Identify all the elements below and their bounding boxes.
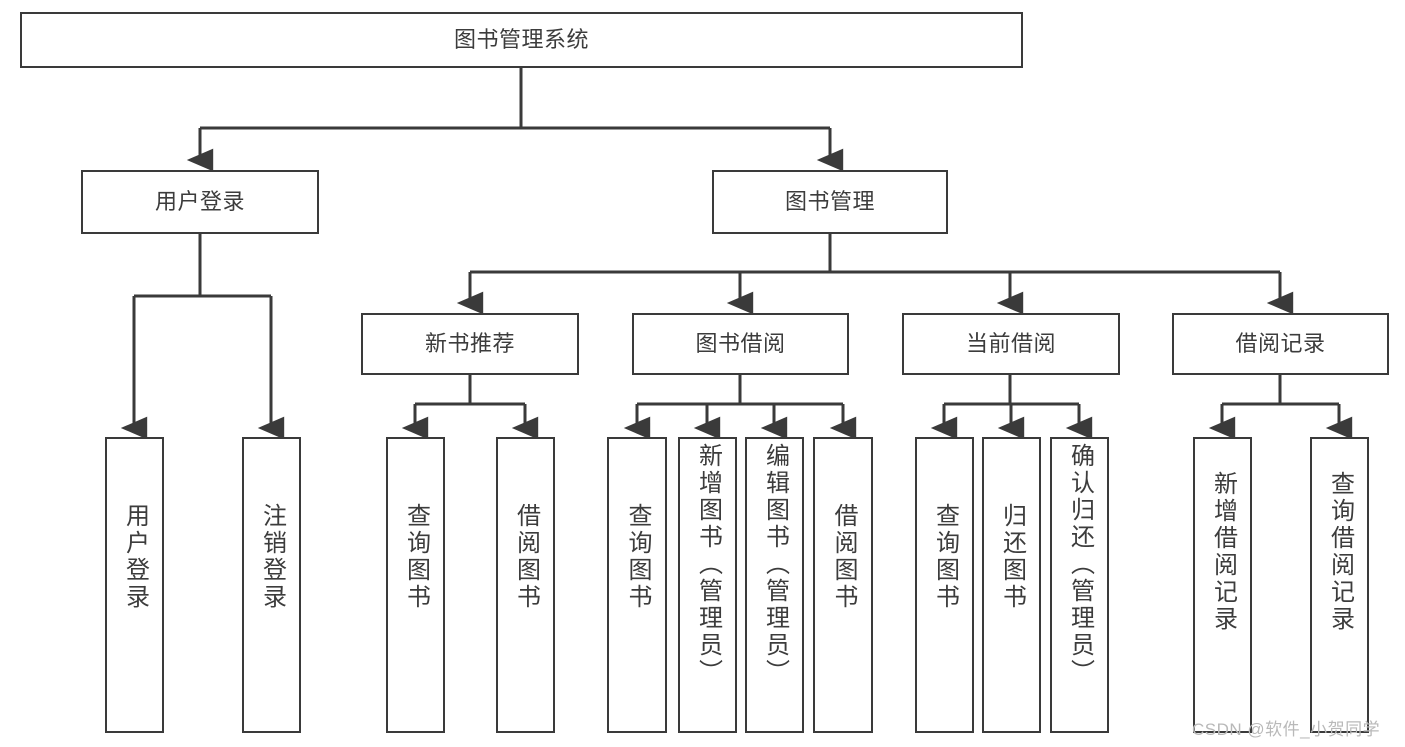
node-leaf-add-borrow-record[interactable]: 新增借阅记录 [1193,437,1252,733]
node-leaf-return-book-label: 归还图书 [998,503,1026,611]
watermark: CSDN @软件_小贺同学 [1192,720,1381,739]
node-borrow-record[interactable]: 借阅记录 [1172,313,1389,375]
node-book-management[interactable]: 图书管理 [712,170,948,234]
node-leaf-query-book-1[interactable]: 查询图书 [386,437,445,733]
node-leaf-edit-book-admin-label: 编辑图书（管理员） [761,443,789,686]
node-leaf-edit-book-admin[interactable]: 编辑图书（管理员） [745,437,804,733]
node-leaf-confirm-return-admin-label: 确认归还（管理员） [1066,443,1094,686]
node-leaf-user-login[interactable]: 用户登录 [105,437,164,733]
node-leaf-query-book-3[interactable]: 查询图书 [915,437,974,733]
node-leaf-borrow-book-1-label: 借阅图书 [512,503,540,611]
node-leaf-borrow-book-2[interactable]: 借阅图书 [813,437,873,733]
node-user-login[interactable]: 用户登录 [81,170,319,234]
node-user-login-label: 用户登录 [154,189,245,215]
node-leaf-confirm-return-admin[interactable]: 确认归还（管理员） [1050,437,1109,733]
node-leaf-query-borrow-record[interactable]: 查询借阅记录 [1310,437,1369,733]
node-leaf-query-borrow-record-label: 查询借阅记录 [1326,471,1354,633]
node-book-borrow-label: 图书借阅 [695,331,786,357]
node-leaf-add-book-admin-label: 新增图书（管理员） [694,443,722,686]
node-leaf-query-book-1-label: 查询图书 [402,503,430,611]
node-book-management-label: 图书管理 [784,189,875,215]
node-leaf-return-book[interactable]: 归还图书 [982,437,1041,733]
node-book-borrow[interactable]: 图书借阅 [632,313,849,375]
node-leaf-query-book-3-label: 查询图书 [931,503,959,611]
node-leaf-query-book-2[interactable]: 查询图书 [607,437,667,733]
node-current-borrow-label: 当前借阅 [965,331,1056,357]
node-new-book-recommend-label: 新书推荐 [424,331,515,357]
node-root-label: 图书管理系统 [453,27,589,53]
node-leaf-logout-label: 注销登录 [258,503,286,611]
node-new-book-recommend[interactable]: 新书推荐 [361,313,579,375]
node-root[interactable]: 图书管理系统 [20,12,1023,68]
node-borrow-record-label: 借阅记录 [1235,331,1326,357]
node-leaf-add-book-admin[interactable]: 新增图书（管理员） [678,437,737,733]
node-current-borrow[interactable]: 当前借阅 [902,313,1120,375]
node-leaf-borrow-book-2-label: 借阅图书 [830,503,857,611]
node-leaf-logout[interactable]: 注销登录 [242,437,301,733]
node-leaf-borrow-book-1[interactable]: 借阅图书 [496,437,555,733]
node-leaf-user-login-label: 用户登录 [121,503,149,611]
node-leaf-add-borrow-record-label: 新增借阅记录 [1209,471,1237,633]
node-leaf-query-book-2-label: 查询图书 [624,503,651,611]
